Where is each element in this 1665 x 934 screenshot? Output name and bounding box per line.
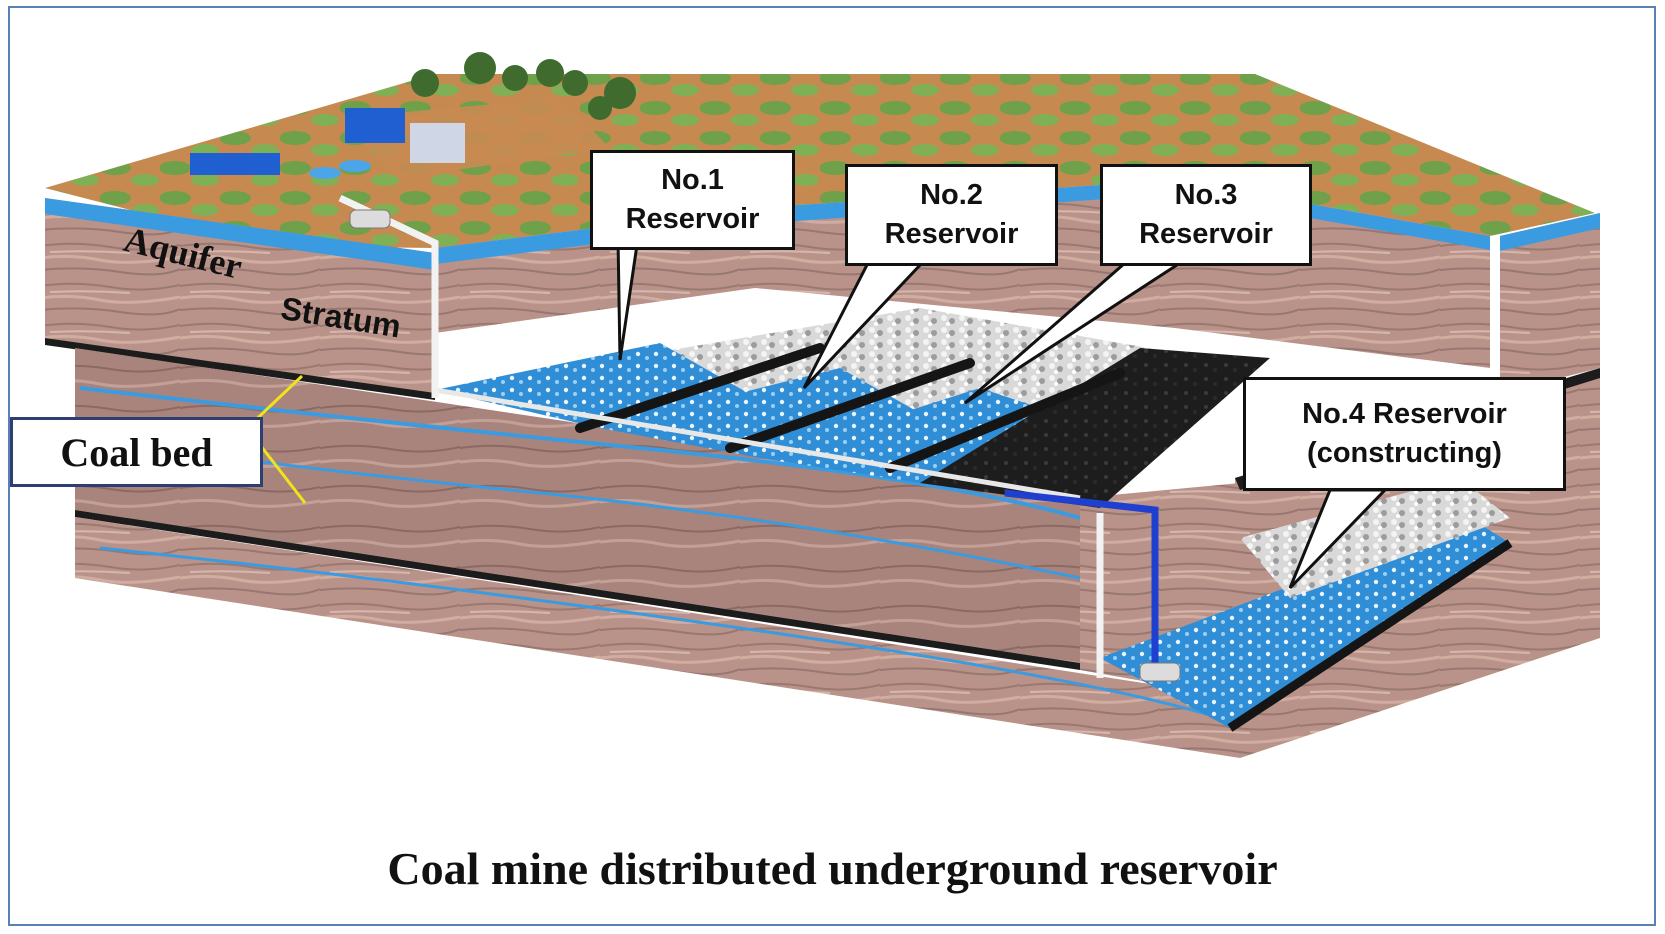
figure-frame xyxy=(8,6,1656,926)
coal-bed-front-face xyxy=(75,348,1080,663)
unmined-coal xyxy=(920,348,1270,508)
reservoir-2-word: Reservoir xyxy=(884,218,1019,250)
reservoir-2-callout: No.2 Reservoir xyxy=(845,164,1058,266)
coal-bed-label: Coal bed xyxy=(10,417,263,487)
reservoir-3-word: Reservoir xyxy=(1139,218,1273,250)
figure-caption: Coal mine distributed underground reserv… xyxy=(387,843,1278,894)
reservoir-1-word: Reservoir xyxy=(625,203,760,235)
reservoir-4-pit xyxy=(1100,518,1510,728)
pump xyxy=(1139,662,1181,682)
reservoir-1-number: No.1 xyxy=(661,163,724,196)
trees xyxy=(411,52,636,120)
reservoir-1-callout: No.1 Reservoir xyxy=(590,150,795,250)
water-pipe-blue xyxy=(1004,489,1159,668)
reservoir-3-callout: No.3 Reservoir xyxy=(1100,164,1312,266)
reservoir-3-number: No.3 xyxy=(1174,178,1238,211)
reservoir-4-title: No.4 Reservoir xyxy=(1302,397,1507,430)
reservoir-2-number: No.2 xyxy=(920,178,983,211)
surface-facility xyxy=(345,108,405,143)
reservoir-4-status: (constructing) xyxy=(1307,437,1502,469)
block-diagram-illustration xyxy=(45,52,1600,758)
reservoir-4-callout: No.4 Reservoir (constructing) xyxy=(1243,377,1566,491)
block-diagram xyxy=(40,38,1640,808)
